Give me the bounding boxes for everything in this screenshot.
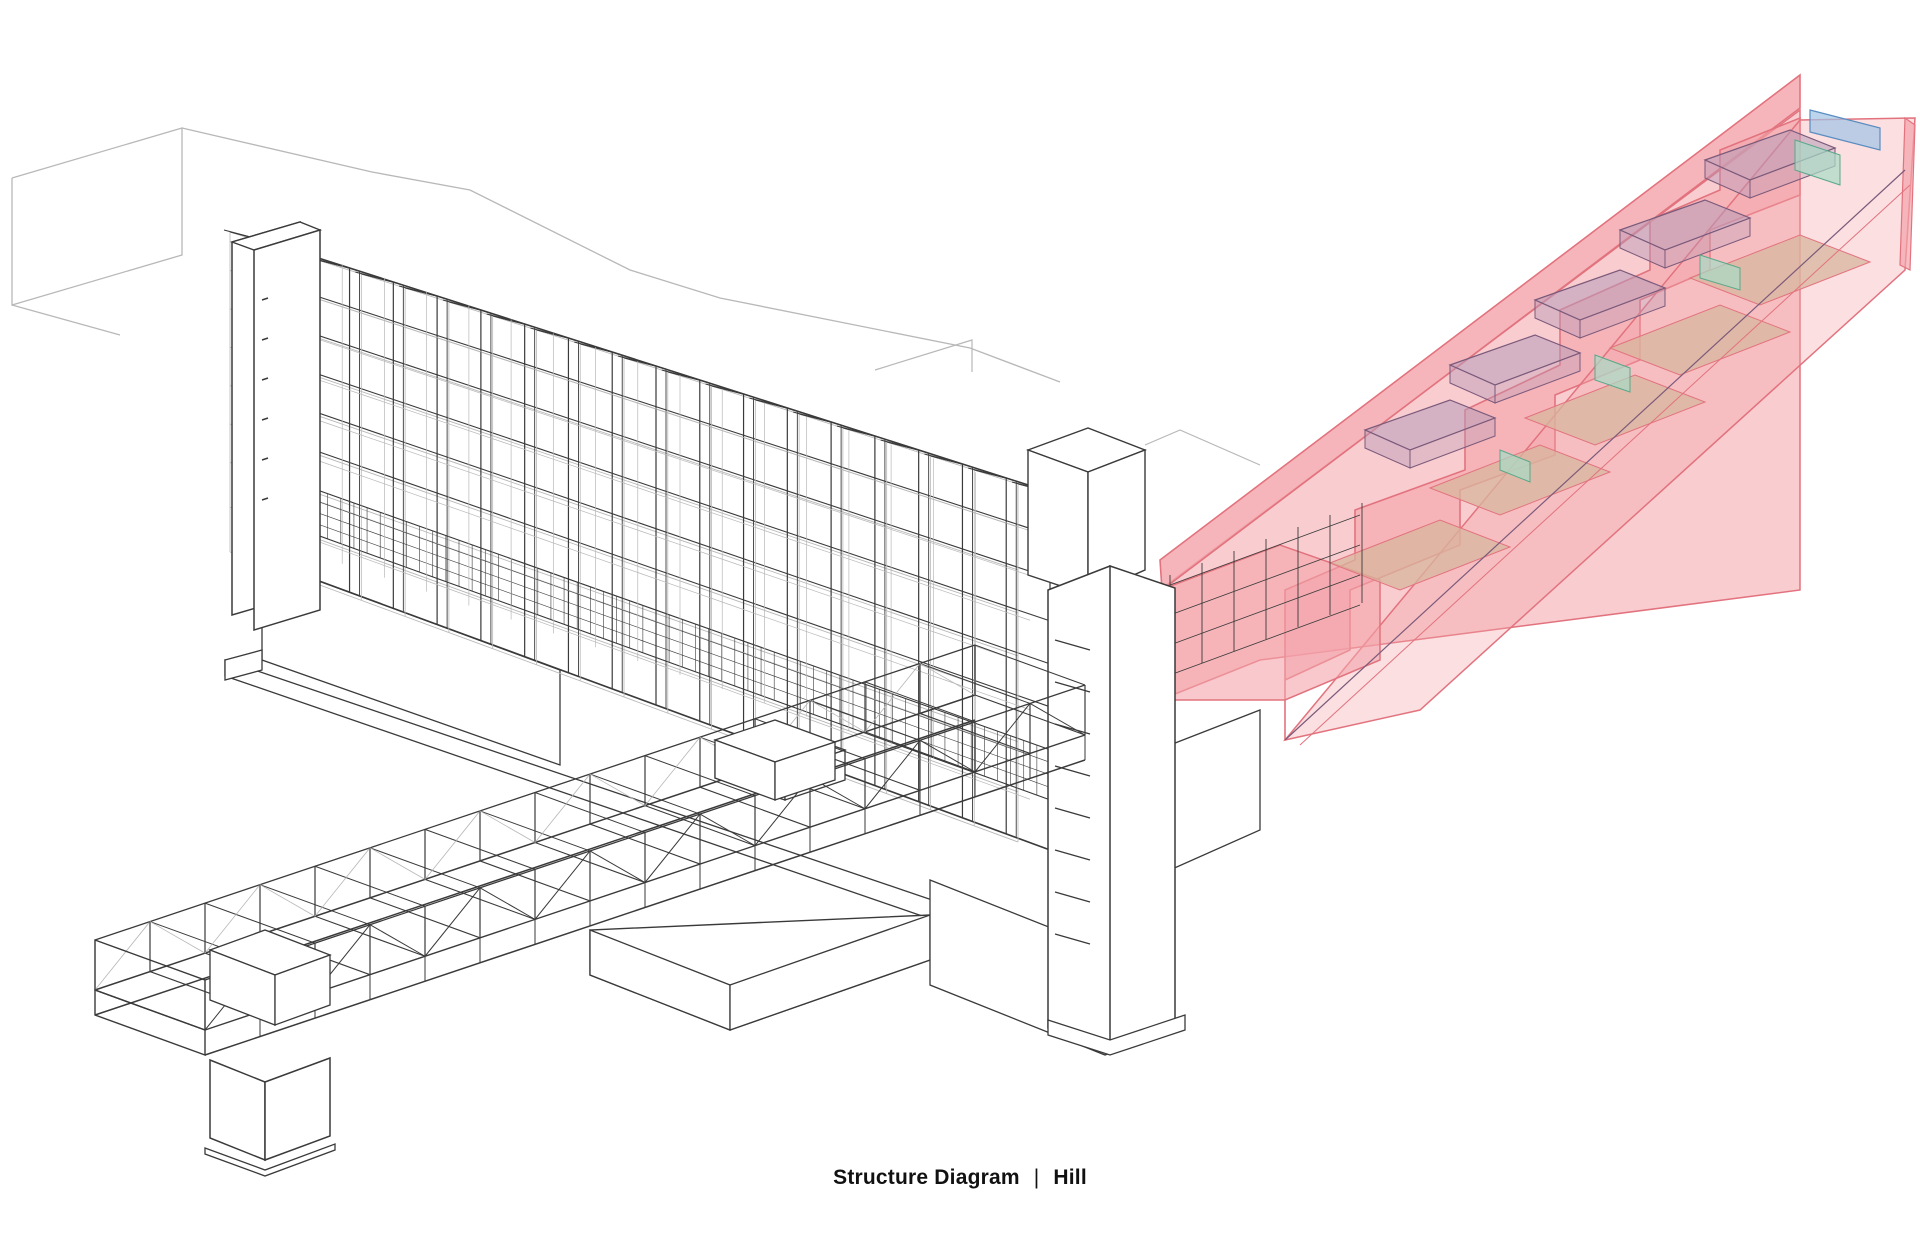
lattice-frame-block bbox=[223, 229, 1061, 853]
bridge-pier bbox=[204, 1056, 336, 1177]
context-massing bbox=[11, 127, 1261, 466]
caption-separator: | bbox=[1033, 1166, 1040, 1189]
truss-bridge bbox=[94, 644, 1086, 1056]
caption-title: Structure Diagram bbox=[833, 1166, 1020, 1189]
left-core-tower bbox=[224, 220, 323, 681]
caption-subtitle: Hill bbox=[1053, 1166, 1087, 1189]
diagram-caption: Structure Diagram | Hill bbox=[0, 1166, 1920, 1190]
hill-stepped-section bbox=[1159, 73, 1916, 746]
